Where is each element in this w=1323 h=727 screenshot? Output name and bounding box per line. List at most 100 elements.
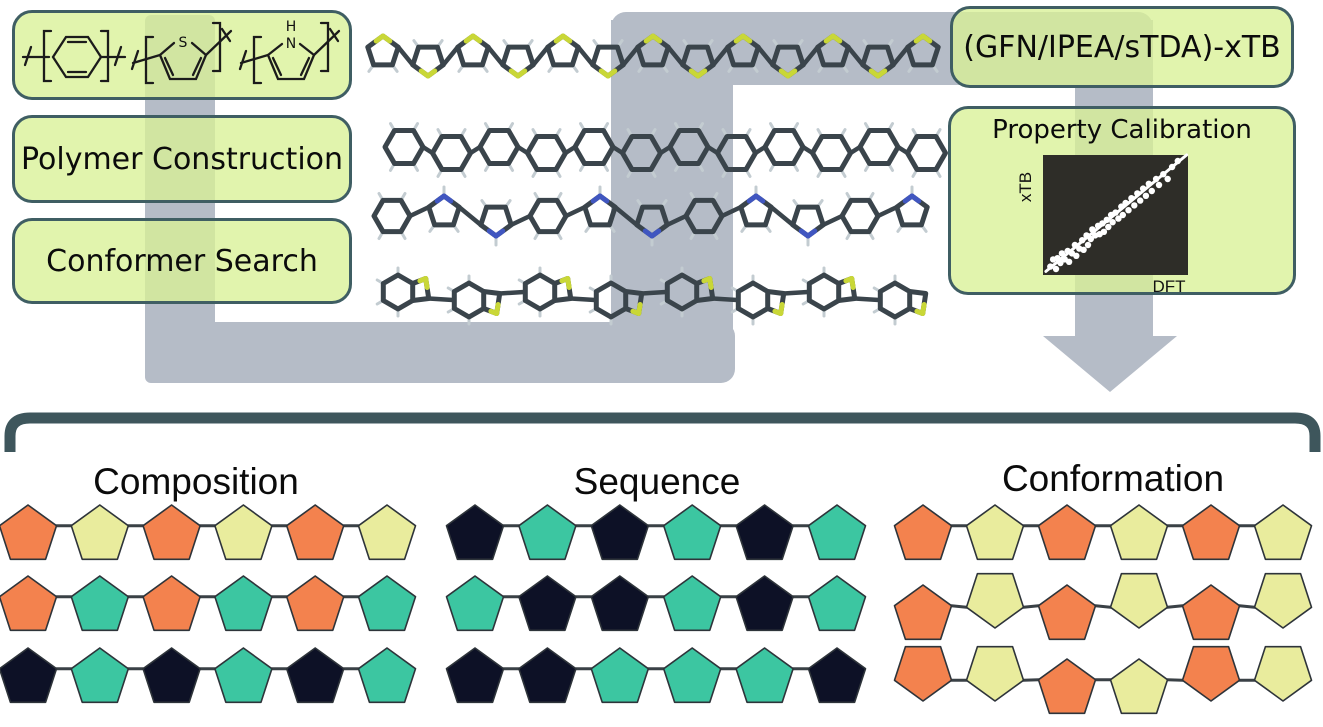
pentagon-unit — [1181, 504, 1241, 561]
plot-y-axis-label: xTB — [1016, 172, 1035, 202]
pentagon-unit — [214, 504, 273, 561]
arrow-bottom-band — [145, 322, 735, 383]
pentagon-unit — [1253, 504, 1313, 561]
pentagon-unit — [1109, 658, 1169, 715]
pentagon-unit — [590, 504, 650, 561]
pyrrole-phenylene-chain — [371, 185, 930, 247]
column-header-sequence: Sequence — [573, 461, 741, 502]
pentagon-unit — [965, 645, 1025, 702]
scatter-point — [1119, 211, 1126, 219]
pyrrole-monomer-structure: N H — [238, 19, 341, 85]
pentagon-chains — [0, 504, 1313, 715]
column-header-composition: Composition — [93, 461, 299, 502]
scatter-point — [1122, 199, 1129, 207]
scatter-point — [1058, 250, 1066, 257]
pentagon-unit — [357, 504, 417, 561]
chain-column-conformation — [893, 504, 1313, 715]
pentagon-unit — [1109, 572, 1169, 629]
pentagon-unit — [893, 645, 953, 702]
pentagon-unit — [807, 504, 867, 561]
pentagon-unit — [735, 575, 794, 632]
pentagon-unit — [1037, 504, 1097, 561]
pentagon-unit — [662, 575, 722, 632]
pentagon-unit — [357, 647, 417, 704]
pentagon-unit — [518, 575, 577, 632]
scatter-point — [1155, 181, 1163, 189]
plot-x-axis-label: DFT — [1152, 277, 1185, 296]
step-xtb-methods: (GFN/IPEA/sTDA)-xTB — [950, 6, 1294, 88]
pentagon-unit — [518, 504, 577, 561]
scatter-point — [1080, 246, 1087, 253]
scatter-point — [1115, 215, 1122, 222]
scatter-point — [1084, 241, 1092, 249]
scatter-point — [1054, 255, 1061, 262]
scatter-point — [1079, 237, 1086, 244]
pentagon-unit — [590, 575, 650, 632]
pentagon-unit — [445, 504, 505, 561]
pentagon-unit — [214, 575, 273, 632]
scatter-point — [1148, 187, 1155, 195]
calibration-scatter-plot: xTB DFT — [1016, 153, 1189, 296]
polythiophene-chain — [365, 33, 941, 79]
pentagon-unit — [285, 647, 345, 704]
scatter-points — [1044, 153, 1189, 273]
scatter-point — [1047, 263, 1054, 270]
pentagon-unit — [357, 575, 417, 632]
polyphenylene-chain — [382, 122, 948, 178]
sulfur-atom-label: S — [179, 35, 188, 51]
pentagon-unit — [893, 584, 953, 641]
chain-column-composition — [0, 504, 417, 704]
pentagon-unit — [1109, 504, 1169, 561]
benzothiophene-chain — [375, 266, 929, 326]
pentagon-unit — [965, 504, 1025, 561]
scatter-point — [1065, 258, 1073, 265]
scatter-point — [1103, 216, 1110, 223]
pentagon-unit — [142, 647, 201, 704]
scatter-point — [1109, 219, 1116, 226]
benzene-monomer-structure — [21, 29, 127, 83]
scatter-point — [1164, 175, 1171, 183]
scatter-point — [1052, 265, 1060, 273]
column-header-conformation: Conformation — [1001, 458, 1225, 499]
scatter-point — [1152, 175, 1160, 183]
scatter-point — [1168, 163, 1176, 171]
scatter-point — [1073, 252, 1080, 259]
monomer-structures: S N H — [15, 17, 349, 93]
scatter-point — [1118, 203, 1125, 210]
pentagon-unit — [0, 647, 58, 704]
scatter-point — [1057, 259, 1064, 267]
pentagon-unit — [214, 647, 273, 704]
bottom-bracket — [4, 412, 1321, 452]
pentagon-unit — [0, 575, 58, 632]
scatter-point — [1160, 171, 1167, 178]
pentagon-unit — [142, 575, 201, 632]
pentagon-unit — [1181, 645, 1241, 702]
pentagon-unit — [1037, 658, 1097, 715]
step-label: (GFN/IPEA/sTDA)-xTB — [963, 29, 1281, 65]
scatter-point — [1089, 226, 1096, 233]
pentagon-unit — [590, 647, 650, 704]
pentagon-unit — [70, 575, 130, 632]
scatter-point — [1145, 180, 1152, 187]
pentagon-unit — [285, 504, 345, 561]
scatter-point — [1134, 190, 1141, 197]
pentagon-unit — [1037, 584, 1097, 641]
step-label: Property Calibration — [992, 115, 1252, 145]
scatter-point — [1139, 185, 1147, 192]
step-label: Polymer Construction — [20, 141, 344, 177]
scatter-point — [1099, 220, 1106, 227]
scatter-point — [1112, 209, 1119, 216]
pentagon-unit — [807, 575, 867, 632]
scatter-point — [1087, 235, 1094, 243]
scatter-point — [1105, 223, 1112, 231]
arrow-head-down — [1043, 336, 1177, 392]
scatter-point — [1131, 202, 1138, 209]
step-label: Conformer Search — [46, 243, 318, 279]
scatter-point — [1137, 197, 1144, 204]
chain-column-sequence — [445, 504, 867, 704]
nh-hydrogen-label: H — [286, 19, 297, 35]
pentagon-unit — [893, 504, 953, 561]
pentagon-unit — [285, 575, 345, 632]
